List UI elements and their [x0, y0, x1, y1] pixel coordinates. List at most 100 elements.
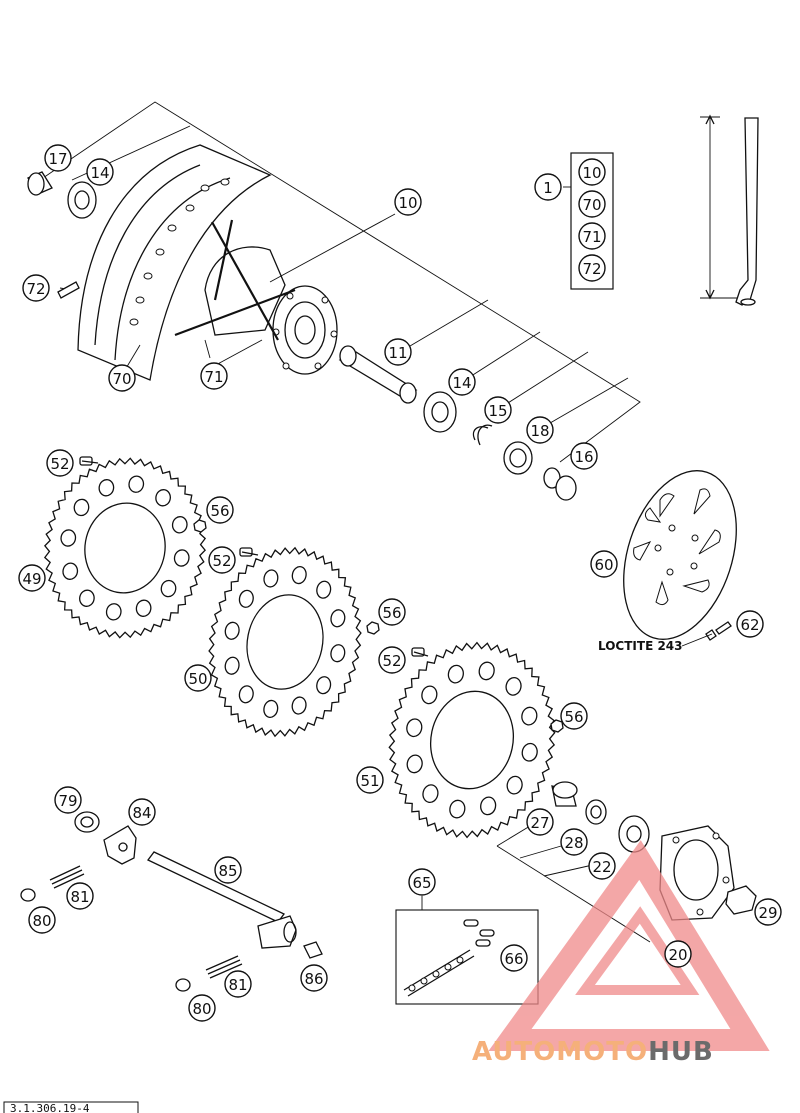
sprocket-carrier-20 [659, 825, 735, 921]
callout-label: 65 [412, 874, 431, 892]
bolt-52-c [411, 647, 429, 657]
callout-label: 29 [758, 904, 777, 922]
callout-label: 86 [304, 970, 323, 988]
callout-label: 20 [668, 946, 687, 964]
master-link [463, 919, 495, 947]
callout-c52c: 52 [378, 646, 406, 674]
callout-label: 15 [488, 402, 507, 420]
callout-label: 52 [50, 455, 69, 473]
callout-c14a: 14 [86, 158, 114, 186]
axle-85 [147, 851, 297, 949]
callout-label: 52 [382, 652, 401, 670]
valve-72 [57, 281, 80, 299]
callout-c16: 16 [570, 442, 598, 470]
callout-c51: 51 [356, 766, 384, 794]
callout-k72: 72 [578, 254, 606, 282]
spring-81-a [49, 865, 85, 889]
callout-label: 66 [504, 950, 523, 968]
callout-c49: 49 [18, 564, 46, 592]
callout-label: 14 [452, 374, 471, 392]
callout-label: 72 [26, 280, 45, 298]
callout-c81a: 81 [66, 882, 94, 910]
callout-c85: 85 [214, 856, 242, 884]
nut-56-c [550, 719, 564, 733]
callout-c84: 84 [128, 798, 156, 826]
callout-k70: 70 [578, 190, 606, 218]
spacer-16 [543, 467, 577, 501]
wheel-hub [204, 246, 338, 375]
callout-c56b: 56 [378, 598, 406, 626]
callout-label: 80 [192, 1000, 211, 1018]
callout-c80b: 80 [188, 994, 216, 1022]
callout-c71: 71 [200, 362, 228, 390]
seal-28 [585, 799, 607, 825]
callout-c14b: 14 [448, 368, 476, 396]
cap-86 [303, 941, 323, 959]
callout-label: 51 [360, 772, 379, 790]
callout-label: 56 [564, 708, 583, 726]
adjuster-79 [74, 811, 100, 833]
callout-label: 52 [212, 552, 231, 570]
callout-label: 70 [112, 370, 131, 388]
spoke-detail [700, 114, 759, 306]
callout-label: 56 [382, 604, 401, 622]
callout-label: 81 [70, 888, 89, 906]
nut-56-b [366, 621, 380, 635]
callout-c17: 17 [44, 144, 72, 172]
bearing-14-top [67, 181, 97, 219]
doc-ref: 3.1.306.19-4 [3, 1101, 139, 1113]
callout-label: 84 [132, 804, 151, 822]
callout-c56c: 56 [560, 702, 588, 730]
circlip-15 [472, 424, 493, 446]
callout-c10: 10 [394, 188, 422, 216]
carrier-leaders [496, 825, 651, 943]
callout-label: 18 [530, 422, 549, 440]
callout-c15: 15 [484, 396, 512, 424]
callout-c79: 79 [54, 786, 82, 814]
callout-c60: 60 [590, 550, 618, 578]
wheel-rim [77, 144, 272, 381]
callout-label: 11 [388, 344, 407, 362]
callout-label: 10 [398, 194, 417, 212]
callout-c20: 20 [664, 940, 692, 968]
callout-label: 70 [582, 196, 601, 214]
callout-label: 28 [564, 834, 583, 852]
callout-label: 14 [90, 164, 109, 182]
callout-c1: 1 [534, 173, 562, 201]
callout-c52b: 52 [208, 546, 236, 574]
callout-c65: 65 [408, 868, 436, 896]
callout-c81b: 81 [224, 970, 252, 998]
callout-k10: 10 [578, 158, 606, 186]
callout-c22: 22 [588, 852, 616, 880]
loctite-note: LOCTITE 243 [598, 633, 713, 653]
callout-c11: 11 [384, 338, 412, 366]
sprocket-49 [43, 457, 207, 639]
spacer-27 [551, 781, 578, 807]
callout-k71: 71 [578, 222, 606, 250]
callout-label: 1 [543, 179, 553, 197]
screw-62 [705, 621, 732, 641]
callout-c52a: 52 [46, 449, 74, 477]
callout-c29: 29 [754, 898, 782, 926]
callout-label: 10 [582, 164, 601, 182]
callout-label: 49 [22, 570, 41, 588]
callout-c18: 18 [526, 416, 554, 444]
callout-label: 71 [204, 368, 223, 386]
spacer-tube-11 [338, 345, 418, 404]
sprocket-50 [208, 546, 362, 738]
callout-layer: 17 14 10 72 70 71 11 14 15 18 16 1 10 70 71 72 52 56 49 52 5… [18, 144, 782, 1022]
callout-label: 27 [530, 814, 549, 832]
callout-c66: 66 [500, 944, 528, 972]
loctite-label: LOCTITE 243 [598, 639, 683, 653]
callout-label: 79 [58, 792, 77, 810]
watermark-text: AUTOMOTOHUB [472, 1037, 714, 1067]
callout-label: 17 [48, 150, 67, 168]
nut-80-b [175, 978, 191, 992]
callout-c70: 70 [108, 364, 136, 392]
callout-c80a: 80 [28, 906, 56, 934]
sprocket-51 [388, 641, 556, 839]
callout-label: 62 [740, 616, 759, 634]
callout-label: 50 [188, 670, 207, 688]
callout-label: 80 [32, 912, 51, 930]
